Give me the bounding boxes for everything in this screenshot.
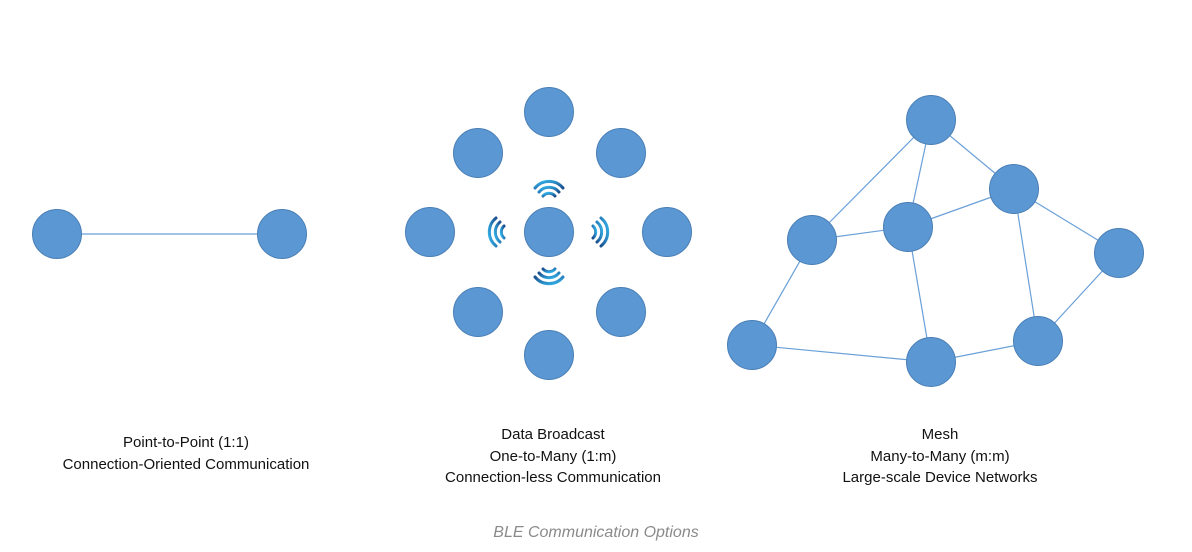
wireless-signal-icon-left (487, 216, 506, 248)
mesh-node-upper-right (989, 164, 1039, 214)
point-to-point-topology (32, 209, 307, 259)
mesh-subtitle: Large-scale Device Networks (842, 469, 1038, 486)
broadcast-node-top-left (453, 128, 503, 178)
mesh-node-top (906, 95, 956, 145)
p2p-node-a (32, 209, 82, 259)
p2p-subtitle: Connection-Oriented Communication (62, 455, 310, 473)
mesh-ratio: Many-to-Many (m:m) (870, 447, 1010, 465)
mesh-link (751, 344, 932, 363)
broadcast-node-left (405, 207, 455, 257)
mesh-link (811, 119, 932, 241)
mesh-title: Mesh (921, 426, 959, 443)
broadcast-subtitle: Connection-less Communication (445, 469, 661, 486)
broadcast-node-center (524, 207, 574, 257)
mesh-node-bottom (906, 337, 956, 387)
figure-caption: BLE Communication Options (493, 524, 699, 541)
broadcast-topology (405, 87, 692, 380)
mesh-node-far-right (1094, 228, 1144, 278)
mesh-node-bottom-left (727, 320, 777, 370)
wireless-signal-icon-top (533, 179, 565, 198)
broadcast-ratio: One-to-Many (1:m) (489, 447, 617, 465)
broadcast-node-bottom (524, 330, 574, 380)
p2p-node-b (257, 209, 307, 259)
mesh-node-left (787, 215, 837, 265)
broadcast-node-top (524, 87, 574, 137)
broadcast-node-bottom-right (596, 287, 646, 337)
mesh-node-bottom-right (1013, 316, 1063, 366)
mesh-node-center (883, 202, 933, 252)
broadcast-title: Data Broadcast (501, 426, 605, 443)
broadcast-node-top-right (596, 128, 646, 178)
point-to-point-label: Point-to-Point (1:1) Connection-Oriented… (36, 432, 336, 475)
broadcast-label: Data Broadcast One-to-Many (1:m) Connect… (398, 424, 708, 489)
wireless-signal-icon-right (591, 216, 610, 248)
mesh-link (1013, 188, 1039, 342)
broadcast-node-bottom-left (453, 287, 503, 337)
mesh-label: Mesh Many-to-Many (m:m) Large-scale Devi… (790, 424, 1090, 489)
mesh-topology (727, 95, 1144, 387)
broadcast-node-right (642, 207, 692, 257)
p2p-title: Point-to-Point (1:1) (123, 434, 249, 451)
wireless-signal-icon-bottom (533, 267, 565, 286)
